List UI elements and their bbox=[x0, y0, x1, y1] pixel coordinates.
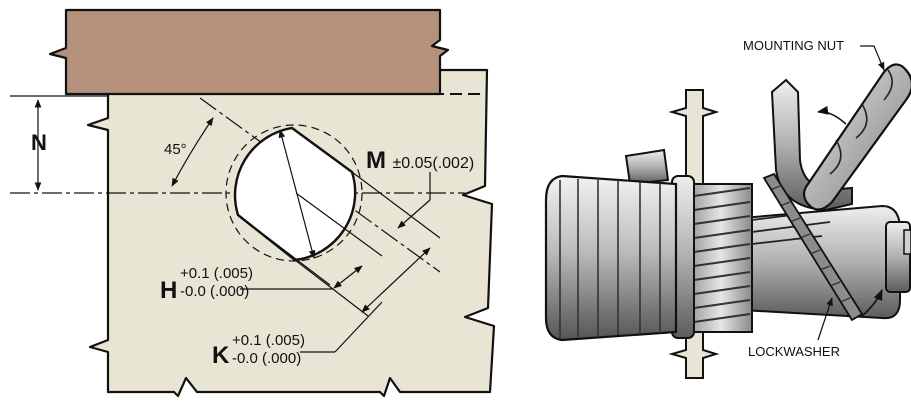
k-extension-2 bbox=[351, 171, 441, 239]
lockwasher-teeth bbox=[769, 185, 851, 303]
h-extension-1 bbox=[237, 214, 331, 286]
rotation-arrow-top bbox=[816, 105, 847, 125]
mounting-nut-leader bbox=[860, 45, 885, 71]
k-extension-1 bbox=[294, 259, 369, 317]
panel-cutout-drawing: N 45° M ±0.05(.002) H +0.1 (.005) -0.0 (… bbox=[10, 8, 496, 398]
knurled-knob bbox=[544, 174, 678, 342]
diagonal-centerline bbox=[199, 97, 441, 273]
thread-lines bbox=[693, 187, 751, 323]
label-k: K bbox=[212, 342, 230, 369]
lockwasher-leader bbox=[817, 297, 833, 341]
dashed-circle bbox=[225, 124, 363, 262]
label-n: N bbox=[31, 130, 47, 155]
label-m-tolerance: ±0.05(.002) bbox=[392, 155, 474, 172]
switch-assembly-illustration: MOUNTING NUT LOCKWASHER bbox=[544, 38, 911, 379]
label-k-minus: -0.0 (.000) bbox=[232, 350, 301, 367]
anti-rotation-tab bbox=[624, 148, 670, 186]
rotation-arrow-bottom bbox=[861, 288, 883, 317]
label-m-letter: M bbox=[366, 147, 386, 174]
label-mounting-nut: MOUNTING NUT bbox=[743, 38, 844, 53]
label-h-plus: +0.1 (.005) bbox=[180, 265, 253, 282]
knob-ribs bbox=[559, 178, 661, 338]
label-h-minus: -0.0 (.000) bbox=[180, 283, 249, 300]
label-angle: 45° bbox=[164, 141, 187, 158]
label-lockwasher: LOCKWASHER bbox=[748, 344, 840, 359]
k-dimension-line bbox=[361, 247, 431, 313]
angle-arc bbox=[171, 117, 214, 187]
nut-facets bbox=[829, 69, 893, 175]
h-extension-2 bbox=[295, 192, 383, 257]
label-k-plus: +0.1 (.005) bbox=[232, 332, 305, 349]
m-leader-2 bbox=[397, 199, 431, 229]
label-h: H bbox=[160, 277, 177, 304]
k-leader bbox=[334, 301, 383, 353]
mounting-rail bbox=[48, 8, 450, 96]
terminal-tab bbox=[903, 229, 911, 255]
h-dimension-line bbox=[333, 265, 363, 289]
label-m: M ±0.05(.002) bbox=[366, 147, 474, 174]
